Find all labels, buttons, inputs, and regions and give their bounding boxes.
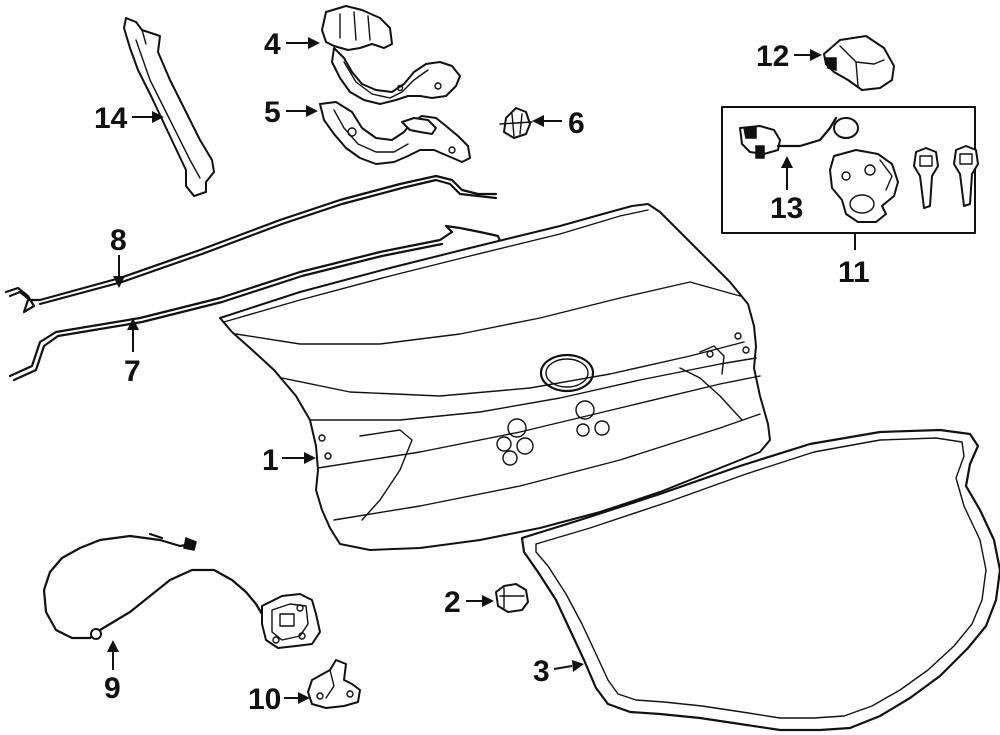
callout-5: 5	[264, 96, 281, 129]
part-2-bumper	[495, 583, 529, 613]
key-left	[913, 147, 939, 209]
callout-9: 9	[104, 672, 121, 705]
callout-2: 2	[444, 586, 461, 619]
part-1-trunk-lid	[219, 203, 771, 551]
callout-7: 7	[124, 355, 141, 388]
part-14-trim-strip	[123, 17, 215, 197]
callout-14: 14	[94, 102, 128, 135]
callout-13: 13	[770, 192, 803, 225]
part-9-cable-latch	[42, 532, 321, 649]
part-8-rod	[4, 174, 498, 314]
callout-4: 4	[264, 28, 281, 61]
part-5-hinge	[319, 101, 471, 165]
part-6-clip	[499, 107, 533, 139]
key-right	[953, 145, 979, 207]
callout-10: 10	[248, 683, 281, 716]
part-13-lock-switch	[739, 116, 859, 159]
part-4-hinge	[321, 5, 461, 105]
callout-12: 12	[756, 40, 789, 73]
callout-3: 3	[533, 655, 550, 688]
callout-8: 8	[110, 224, 127, 257]
callout-11: 11	[838, 256, 870, 289]
lock-cylinder	[829, 149, 899, 223]
callout-numbers: 1 2 3 4 5 6 7 8 9 10 11 12 13 14	[94, 28, 870, 716]
callout-6: 6	[568, 107, 585, 140]
part-12-cover	[823, 35, 895, 91]
callout-1: 1	[262, 444, 279, 477]
part-7-rod	[8, 224, 504, 382]
leader-lines	[107, 37, 856, 704]
part-3-weatherstrip	[520, 428, 1000, 732]
part-10-striker	[307, 659, 361, 709]
